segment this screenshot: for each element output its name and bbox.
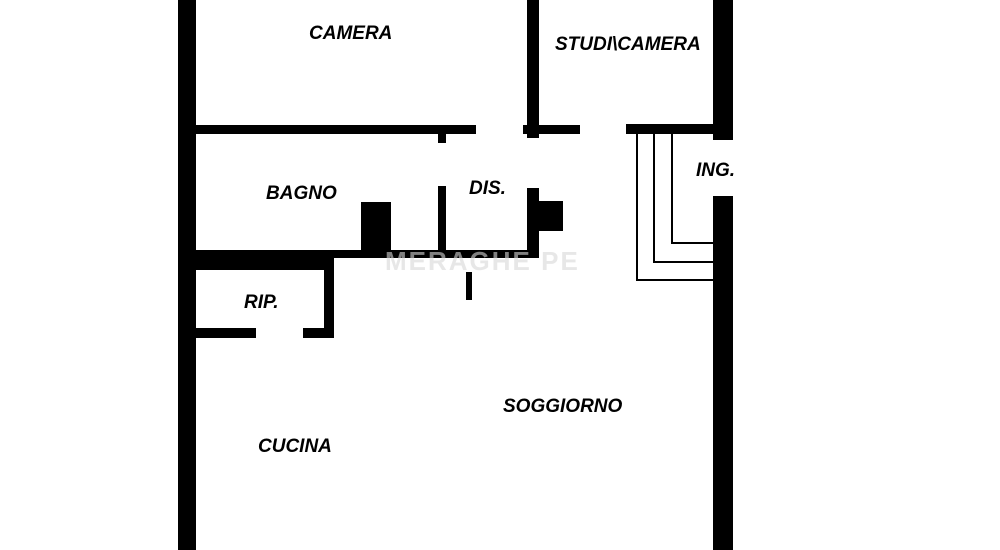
wall-studio-bottom-left xyxy=(523,125,580,134)
wall-right-lower xyxy=(713,196,733,550)
room-label-studio-camera: STUDI\CAMERA xyxy=(555,34,701,55)
wall-rip-right xyxy=(324,258,334,338)
stair-line-1 xyxy=(636,134,713,281)
room-label-ingresso: ING. xyxy=(696,160,736,181)
stair-line-3 xyxy=(671,134,713,244)
wall-studio-bottom-right xyxy=(626,124,720,134)
room-label-soggiorno: SOGGIORNO xyxy=(503,396,623,417)
wall-rip-bottom-left xyxy=(196,328,256,338)
wall-right-upper xyxy=(713,0,733,140)
wall-camera-bottom xyxy=(196,125,476,134)
room-label-dis: DIS. xyxy=(469,178,506,199)
wall-camera-studio xyxy=(527,0,539,138)
room-label-cucina: CUCINA xyxy=(258,436,332,457)
wall-bagno-pillar xyxy=(361,202,391,258)
wall-bagno-bottom xyxy=(178,250,538,258)
wall-rip-bottom-right xyxy=(303,328,334,338)
stair-line-2 xyxy=(653,134,713,263)
wall-rip-top xyxy=(178,258,333,270)
room-label-bagno: BAGNO xyxy=(266,183,337,204)
watermark: MERAGHE PE xyxy=(385,246,580,276)
wall-dis-right xyxy=(527,188,539,258)
room-label-camera: CAMERA xyxy=(309,23,393,44)
wall-door-stub xyxy=(438,125,446,143)
wall-dis-block xyxy=(539,201,563,231)
room-label-rip: RIP. xyxy=(244,292,279,313)
wall-small-post xyxy=(466,272,472,300)
wall-dis-left xyxy=(438,186,446,258)
wall-left-outer xyxy=(178,0,196,550)
